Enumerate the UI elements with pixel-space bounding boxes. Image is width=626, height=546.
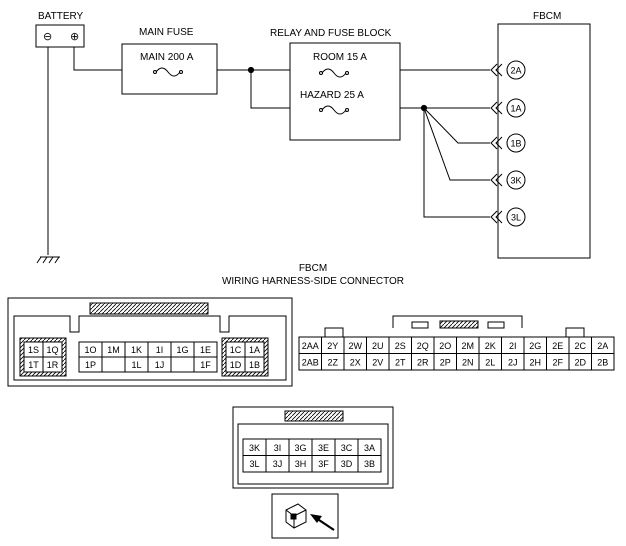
pin-cell: 3J [273,459,283,469]
pin-cell: 3C [341,443,353,453]
pin-cell: 1R [47,360,59,370]
room-fuse-label: ROOM 15 A [313,52,367,63]
pin-cell: 3G [294,443,306,453]
main-fuse-label: MAIN FUSE [139,27,194,38]
fbcm-label: FBCM [533,11,561,22]
pin-cell: 2A [597,341,608,351]
pin-cell: 1F [200,360,211,370]
pin-cell: 2B [597,358,608,368]
main-fuse-symbol-icon [155,67,181,77]
schematic: BATTERY ⊖ ⊕ MAIN FUSE MAIN 200 A RELAY A… [35,11,591,264]
wire-to-1b [423,107,490,144]
pin-cell: 1K [131,345,142,355]
battery-body [35,24,85,48]
connector-3-labels: 3K 3I 3G 3E 3C 3A 3L 3J 3H 3F 3D 3B [249,443,375,469]
pin-label: 3L [511,213,521,223]
pin-cell: 2Y [327,341,338,351]
pin-cell: 2AA [302,341,319,351]
room-fuse-symbol-icon [321,68,347,78]
pin-cell: 1I [156,345,164,355]
pin-cell: 3F [318,459,329,469]
pin-cell: 3B [364,459,375,469]
pin-cell: 1J [155,360,165,370]
hazard-fuse-label: HAZARD 25 A [300,90,364,101]
pin-cell: 1T [28,360,39,370]
pin-cell: 2C [574,341,586,351]
fbcm-pin-3l: 3L [490,207,526,227]
pin-cell: 1M [107,345,120,355]
pin-cell: 2V [372,358,383,368]
pin-cell: 1O [84,345,96,355]
pin-cell: 2R [417,358,429,368]
fbcm-pin-1b: 1B [490,133,526,153]
main-fuse-box [121,43,218,95]
pin-cell: 2N [462,358,474,368]
pin-cell: 1E [200,345,211,355]
pin-cell: 2D [574,358,586,368]
connector-1 [7,297,293,387]
pin-cell: 2U [372,341,384,351]
connector-2-grid: 2AA 2Y 2W 2U 2S 2Q 2O 2M 2K 2I 2G 2E 2C 2A 2AB 2Z 2X 2V 2T… [302,337,608,370]
pin-cell: 2O [439,341,451,351]
pin-cell: 1A [249,345,260,355]
wire-to-3k [423,107,490,181]
fbcm-pin-3k: 3K [490,170,526,190]
pin-cell: 1Q [46,345,58,355]
fbcm-pin-1a: 1A [490,98,526,118]
pin-label: 2A [510,66,521,76]
pin-cell: 3H [295,459,307,469]
pin-cell: 2L [485,358,495,368]
pin-label: 3K [510,176,521,186]
pin-cell: 1D [230,360,242,370]
relay-block-label: RELAY AND FUSE BLOCK [270,28,392,39]
pin-cell: 2Q [417,341,429,351]
pin-cell: 2Z [327,358,338,368]
pin-cell: 2J [508,358,518,368]
pin-cell: 3L [249,459,259,469]
pin-cell: 1L [131,360,141,370]
pin-cell: 3D [341,459,353,469]
pin-cell: 2M [461,341,474,351]
pin-cell: 2S [395,341,406,351]
connector-view-icon [271,493,339,539]
pin-cell: 2I [509,341,517,351]
battery-positive-wire [73,47,122,71]
pin-cell: 1C [230,345,242,355]
pin-cell: 1S [28,345,39,355]
pin-cell: 3A [364,443,375,453]
battery-minus-icon: ⊖ [43,31,52,43]
pin-cell: 3E [318,443,329,453]
pin-cell: 1G [176,345,188,355]
pin-cell: 2E [552,341,563,351]
pin-cell: 2F [552,358,563,368]
wire-to-3l [423,108,490,218]
pin-cell: 3K [249,443,260,453]
pin-cell: 1P [85,360,96,370]
fbcm-pin-2a: 2A [490,60,526,80]
hazard-fuse-symbol-icon [321,105,347,115]
pin-cell: 2P [440,358,451,368]
connector-3 [232,406,394,489]
pin-cell: 2K [485,341,496,351]
pin-cell: 2AB [302,358,319,368]
pin-cell: 2H [529,358,541,368]
connector-1-labels: 1S 1Q 1T 1R 1O 1M 1K 1I 1G 1E 1P 1L 1J 1… [28,345,260,370]
pin-cell: 2W [349,341,363,351]
battery-plus-icon: ⊕ [70,31,79,43]
pin-cell: 2G [529,341,541,351]
pin-cell: 1B [249,360,260,370]
pin-cell: 2T [395,358,406,368]
connector-title-line1: FBCM [299,263,327,274]
pin-cell: 3I [274,443,282,453]
connector-title-line2: WIRING HARNESS-SIDE CONNECTOR [222,276,404,287]
battery-label: BATTERY [38,11,84,22]
ground-icon [36,256,60,264]
hazard-branch-wire [250,70,290,109]
relay-block-box [289,42,401,141]
pin-cell: 2X [350,358,361,368]
main-fuse-rating: MAIN 200 A [140,52,194,63]
pin-label: 1A [510,104,521,114]
pin-label: 1B [510,139,521,149]
